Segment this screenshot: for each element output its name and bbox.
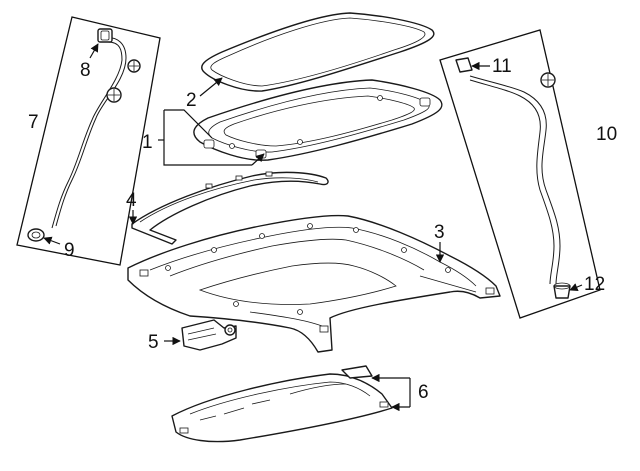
left-drain-kit-group (16, 16, 161, 266)
left-drain-kit-box (16, 16, 161, 266)
callout-1: 1 (142, 132, 153, 153)
callout-6: 6 (418, 382, 429, 403)
left-hose-clip-lower (106, 87, 122, 103)
right-drain-hose-edge (469, 79, 555, 285)
grommet-part-12 (553, 282, 571, 299)
callout-9: 9 (64, 240, 75, 261)
left-drain-hose-edge (51, 41, 123, 229)
callout-7: 7 (28, 112, 39, 133)
leader-lines (43, 43, 583, 412)
callout-2: 2 (186, 90, 197, 111)
sunshade-part-6 (171, 365, 393, 443)
sunroof-glass-panel (201, 12, 435, 92)
sunroof-motor-part-5 (181, 319, 237, 351)
callout-labels: 1 2 3 4 5 6 7 8 9 10 11 12 (28, 56, 617, 403)
right-hose-clip (540, 72, 556, 88)
right-drain-kit-group (439, 29, 601, 319)
wind-deflector-part-4 (131, 171, 329, 245)
callout-11: 11 (492, 56, 512, 77)
roof-reinforcement-frame-part-3 (127, 214, 501, 353)
connector-part-11 (455, 57, 473, 73)
right-drain-kit-box (439, 29, 601, 319)
callout-5: 5 (148, 332, 159, 353)
callout-3: 3 (434, 222, 445, 243)
grommet-part-9 (27, 228, 45, 242)
callout-4: 4 (126, 190, 137, 211)
right-drain-hose (469, 75, 561, 285)
callout-12: 12 (584, 274, 605, 295)
callout-8: 8 (80, 60, 91, 81)
connector-part-8 (97, 28, 113, 43)
sunroof-frame-assembly (193, 79, 443, 161)
callout-10: 10 (596, 124, 617, 145)
left-drain-hose (55, 37, 127, 227)
left-hose-clip-upper (127, 59, 141, 73)
